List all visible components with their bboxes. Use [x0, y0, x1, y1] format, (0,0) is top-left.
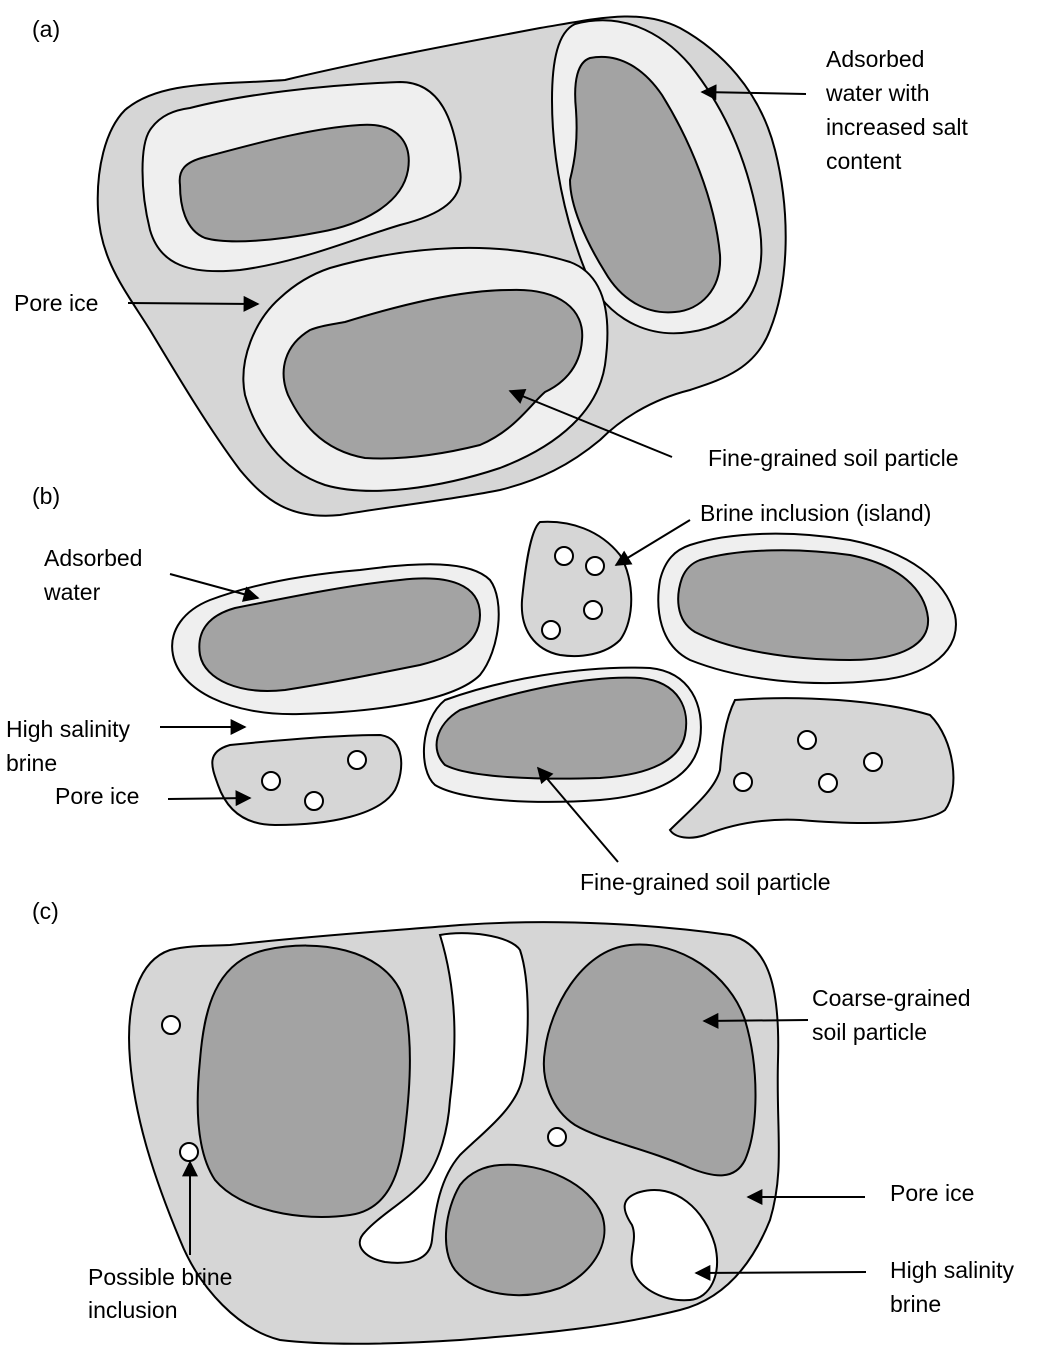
- brine-inclusion: [348, 751, 366, 769]
- possible-brine-inclusion: [548, 1128, 566, 1146]
- label-brine-inclusion: Brine inclusion (island): [700, 500, 931, 526]
- panel-b: (b) Brine inclusion (island) Adsorbed: [6, 483, 956, 895]
- brine-inclusion: [819, 774, 837, 792]
- label-high-salinity-b: High salinity brine: [6, 716, 130, 776]
- panel-b-tag: (b): [32, 483, 60, 509]
- svg-text:Adsorbed: Adsorbed: [826, 46, 924, 72]
- arrow-pore-ice-b: [168, 798, 250, 799]
- panel-a-tag: (a): [32, 16, 60, 42]
- svg-text:inclusion: inclusion: [88, 1297, 178, 1323]
- arrow-pore-ice-a: [128, 303, 258, 304]
- brine-inclusion: [584, 601, 602, 619]
- label-high-salinity-c: High salinity brine: [890, 1257, 1014, 1317]
- brine-inclusion: [305, 792, 323, 810]
- svg-text:Coarse-grained: Coarse-grained: [812, 985, 971, 1011]
- brine-inclusion: [734, 773, 752, 791]
- pore-ice-island-b1: [522, 522, 631, 656]
- label-soil-particle-b: Fine-grained soil particle: [580, 869, 831, 895]
- brine-inclusion: [542, 621, 560, 639]
- label-coarse-particle: Coarse-grained soil particle: [812, 985, 971, 1045]
- svg-text:increased salt: increased salt: [826, 114, 969, 140]
- brine-inclusion: [798, 731, 816, 749]
- panel-c-tag: (c): [32, 898, 59, 924]
- svg-text:Possible brine: Possible brine: [88, 1264, 232, 1290]
- svg-text:water: water: [43, 579, 101, 605]
- label-pore-ice-c: Pore ice: [890, 1180, 974, 1206]
- pore-ice-island-b2: [212, 735, 401, 825]
- label-adsorbed-water: Adsorbed water: [43, 545, 142, 605]
- brine-inclusion: [864, 753, 882, 771]
- coarse-soil-particle-c1: [198, 946, 410, 1217]
- svg-text:content: content: [826, 148, 902, 174]
- svg-text:brine: brine: [890, 1291, 941, 1317]
- svg-text:Adsorbed: Adsorbed: [44, 545, 142, 571]
- arrow-coarse-particle: [704, 1020, 808, 1021]
- panel-a: (a) Adsorbed water with increased salt c…: [14, 16, 969, 516]
- label-soil-particle-a: Fine-grained soil particle: [708, 445, 959, 471]
- possible-brine-inclusion: [180, 1143, 198, 1161]
- pore-ice-island-b3: [670, 698, 953, 838]
- panel-c: (c) Coarse-grained soil particle Pore ic…: [32, 898, 1014, 1344]
- svg-text:brine: brine: [6, 750, 57, 776]
- svg-text:High salinity: High salinity: [890, 1257, 1014, 1283]
- arrow-adsorbed-water: [170, 574, 258, 598]
- label-adsorbed-salt-water: Adsorbed water with increased salt conte…: [825, 46, 969, 174]
- svg-text:soil particle: soil particle: [812, 1019, 927, 1045]
- svg-text:High salinity: High salinity: [6, 716, 130, 742]
- label-pore-ice-a: Pore ice: [14, 290, 98, 316]
- brine-inclusion: [262, 772, 280, 790]
- brine-inclusion: [555, 547, 573, 565]
- brine-inclusion: [586, 557, 604, 575]
- arrow-high-salinity-c: [696, 1272, 866, 1273]
- possible-brine-inclusion: [162, 1016, 180, 1034]
- label-pore-ice-b: Pore ice: [55, 783, 139, 809]
- svg-text:water with: water with: [825, 80, 930, 106]
